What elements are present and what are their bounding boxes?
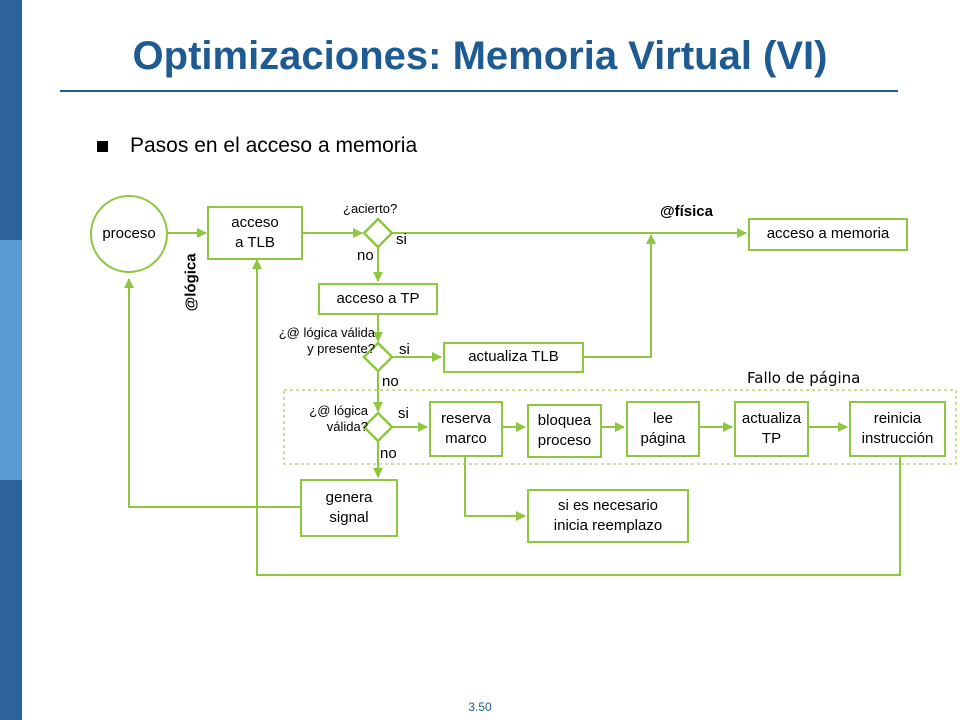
reemplazo-node: si es necesario inicia reemplazo (527, 489, 689, 543)
actualiza-tp-node: actualiza TP (734, 401, 809, 457)
si-label-3: si (398, 405, 409, 422)
si-label-2: si (399, 341, 410, 358)
actualiza-tlb-node: actualiza TLB (443, 342, 584, 373)
slide-title: Optimizaciones: Memoria Virtual (VI) (132, 34, 828, 78)
genera-signal-node: genera signal (300, 479, 398, 537)
sidebar-highlight (0, 240, 22, 480)
title-underline (60, 90, 898, 92)
fisica-label: @física (660, 203, 713, 220)
bloquea-proceso-node: bloquea proceso (527, 404, 602, 458)
no-label-2: no (382, 373, 399, 390)
logica-valida-question: ¿@ lógica válida? (309, 403, 368, 435)
acceso-memoria-node: acceso a memoria (748, 218, 908, 251)
bullet-text: Pasos en el acceso a memoria (130, 134, 418, 157)
reserva-marco-node: reserva marco (429, 401, 503, 457)
no-label-3: no (380, 445, 397, 462)
decision-acierto (362, 217, 394, 249)
left-sidebar-bar (0, 0, 22, 720)
square-bullet-icon (97, 140, 108, 152)
arrow-reserva-reemplazo (464, 456, 526, 521)
arrow-actualiza-tlb-memoria (583, 234, 656, 358)
acierto-question: ¿acierto? (343, 201, 398, 216)
logica-valida-presente-question: ¿@ lógica válida y presente? (278, 325, 375, 357)
bullet-item: Pasos en el acceso a memoria (97, 134, 417, 158)
lee-pagina-node: lee página (626, 401, 700, 457)
fallo-de-pagina-region (283, 389, 957, 465)
no-label-1: no (357, 247, 374, 264)
acceso-tp-node: acceso a TP (318, 283, 438, 315)
reinicia-instruccion-node: reinicia instrucción (849, 401, 946, 457)
arrow-signal-proceso (124, 278, 300, 508)
acceso-tlb-node: acceso a TLB (207, 206, 303, 260)
arrow-reinicia-tlb (252, 259, 901, 576)
fallo-pagina-label: Fallo de página (747, 369, 861, 387)
decision-logica-valida (362, 411, 394, 443)
proceso-node: proceso (90, 195, 168, 273)
page-number: 3.50 (468, 700, 492, 714)
si-label-1: si (396, 231, 407, 248)
logica-label: @lógica (182, 253, 200, 312)
